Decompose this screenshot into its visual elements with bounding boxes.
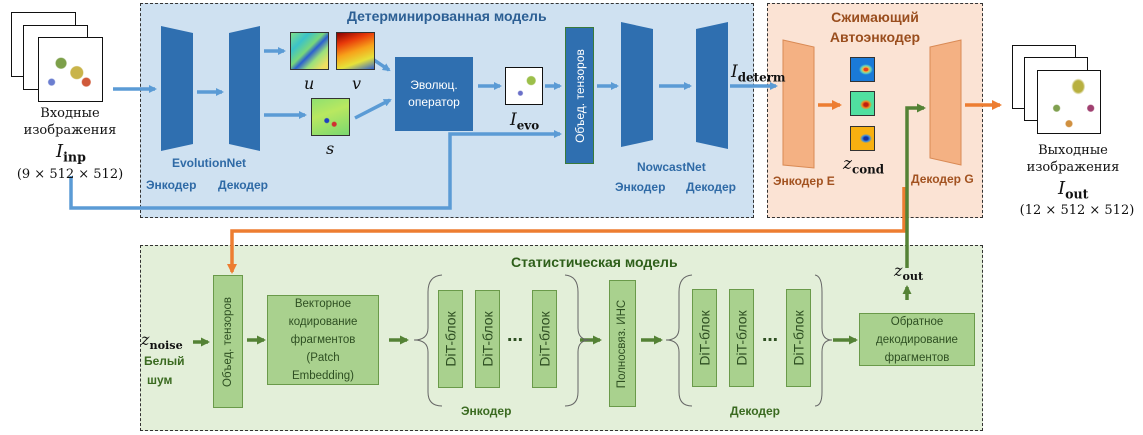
i-evo-thumbnail [505, 67, 543, 105]
u-field-heatmap [290, 32, 329, 70]
white-noise-label-line2: шум [147, 373, 173, 387]
statistical-concat-block: Объед. тензоров [213, 275, 243, 408]
statistical-concat-label: Объед. тензоров [222, 296, 234, 387]
stat-decoder-label: Декодер [730, 404, 781, 418]
unpatchify-line3: фрагментов [884, 351, 950, 364]
encoder-e-shape [782, 39, 815, 169]
i-evo-symbol: Ievo [510, 110, 540, 133]
evolution-operator-block: Эволюц. оператор [395, 57, 473, 131]
output-caption: Выходные изображения [1013, 142, 1133, 176]
input-caption: Входные изображения [5, 105, 135, 139]
nowcastnet-label: NowcastNet [637, 160, 706, 174]
patch-embedding-block: Векторное кодирование фрагментов (Patch … [267, 295, 379, 385]
evolutionnet-label: EvolutionNet [172, 156, 246, 170]
nowcastnet-encoder-shape [621, 22, 653, 147]
encoder-brace-left [413, 274, 443, 407]
nowcastnet-encoder-label: Энкодер [615, 180, 666, 194]
deterministic-model-title: Детерминированная модель [347, 8, 547, 24]
decoder-dit-block-3: DiT-блок [786, 289, 811, 387]
i-inp-symbol: Iinp [56, 141, 86, 165]
s-label: s [326, 139, 335, 158]
unpatchify-line1: Обратное [890, 315, 944, 328]
decoder-brace-right [814, 274, 833, 407]
i-determ-symbol: Ideterm [731, 62, 786, 85]
autoencoder-title-line2: Автоэнкодер [829, 29, 921, 45]
output-image-thumbnail-3 [1037, 70, 1101, 134]
output-caption-line2: изображения [1026, 160, 1120, 175]
unpatchify-line2: декодирование [876, 333, 958, 346]
deterministic-concat-label: Объед. тензоров [572, 48, 587, 143]
z-cond-heatmap-2 [850, 91, 875, 116]
autoencoder-title: Сжимающий Автоэнкодер [815, 7, 935, 47]
evolutionnet-decoder-label: Декодер [218, 178, 269, 192]
u-label: u [304, 74, 315, 93]
nowcastnet-decoder-shape [696, 22, 728, 149]
evolutionnet-encoder-shape [161, 26, 193, 151]
z-cond-symbol: zcond [843, 154, 885, 177]
v-field-heatmap [336, 32, 375, 70]
i-out-symbol: Iout [1058, 178, 1089, 202]
patch-embedding-line4: (Patch [306, 352, 340, 364]
z-out-symbol: zout [894, 261, 924, 284]
white-noise-label-line1: Белый [144, 354, 185, 368]
input-shape: (9 × 512 × 512) [16, 167, 124, 182]
deterministic-concat-block: Объед. тензоров [565, 27, 594, 164]
evolution-operator-line1: Эволюц. [410, 78, 458, 92]
evolutionnet-encoder-label: Энкодер [146, 178, 197, 192]
decoder-ellipsis: … [762, 326, 778, 345]
decoder-brace-left [665, 274, 693, 407]
encoder-dit-block-3: DiT-блок [532, 290, 557, 388]
output-caption-line1: Выходные [1038, 143, 1108, 158]
encoder-dit-block-1: DiT-блок [438, 290, 463, 388]
unpatchify-block: Обратное декодирование фрагментов [859, 313, 975, 366]
encoder-brace-right [564, 274, 591, 407]
input-caption-line1: Входные [40, 106, 100, 121]
statistical-model-title: Статистическая модель [511, 254, 678, 270]
decoder-dit-block-1: DiT-блок [692, 289, 717, 387]
encoder-dit-block-2: DiT-блок [475, 290, 500, 388]
evolution-operator-line2: оператор [408, 95, 460, 109]
autoencoder-title-line1: Сжимающий [831, 9, 919, 25]
z-cond-heatmap-3 [850, 126, 875, 151]
patch-embedding-line5: Embedding) [291, 370, 354, 382]
fully-connected-block: Полносвяз. ИНС [609, 280, 636, 407]
s-field-heatmap [311, 98, 350, 136]
stat-encoder-label: Энкодер [461, 404, 512, 418]
evolutionnet-decoder-shape [229, 26, 260, 151]
decoder-g-label: Декодер G [911, 172, 974, 186]
decoder-dit-block-2: DiT-блок [729, 289, 754, 387]
encoder-ellipsis: … [507, 326, 523, 345]
decoder-g-shape [929, 39, 962, 166]
patch-embedding-line2: кодирование [288, 316, 358, 328]
input-image-thumbnail-3 [38, 37, 103, 102]
fully-connected-label: Полносвяз. ИНС [616, 299, 629, 388]
patch-embedding-line3: фрагментов [290, 334, 356, 346]
z-cond-heatmap-1 [850, 57, 875, 82]
nowcastnet-decoder-label: Декодер [686, 180, 737, 194]
z-noise-symbol: znoise [141, 330, 183, 353]
input-caption-line2: изображения [23, 123, 117, 138]
patch-embedding-line1: Векторное [294, 298, 352, 310]
encoder-e-label: Энкодер E [773, 174, 835, 188]
v-label: v [352, 74, 362, 93]
output-shape: (12 × 512 × 512) [1019, 203, 1135, 218]
